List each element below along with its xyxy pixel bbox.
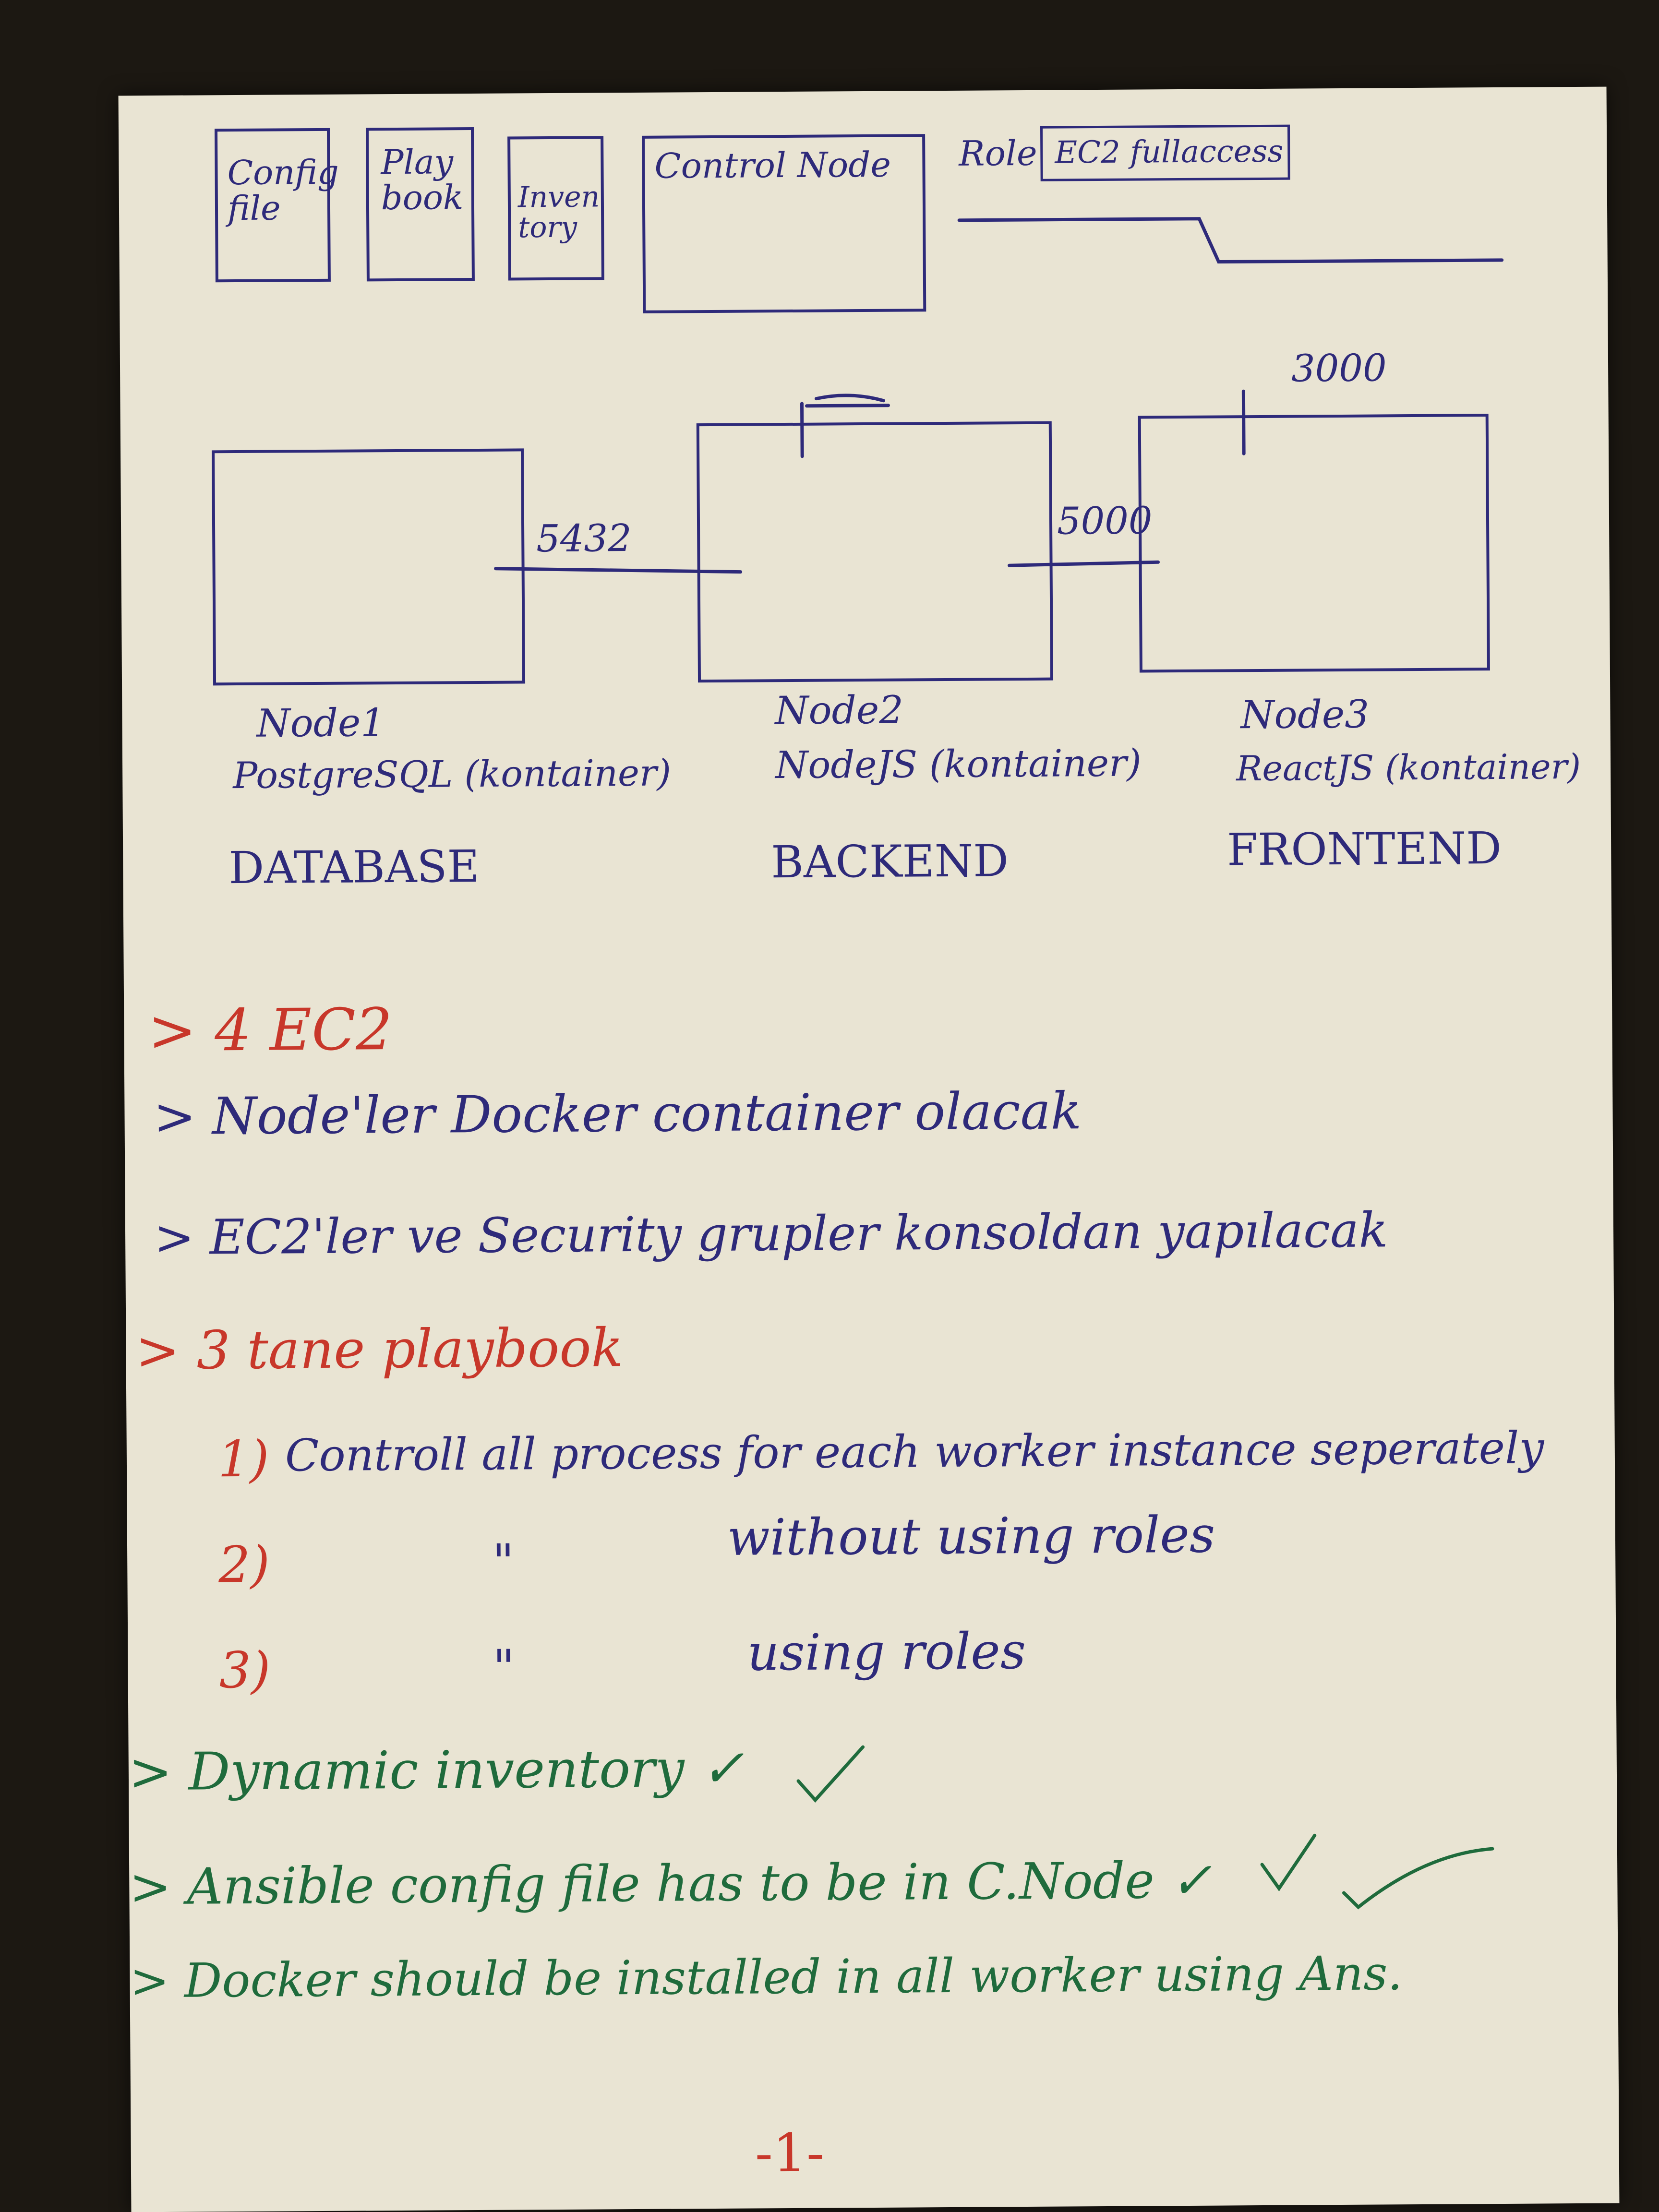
notebook-page: Config file Play book Inven tory Control…: [118, 86, 1620, 2212]
backend-frontend-connector: [1008, 560, 1160, 567]
pen-strokes: [494, 217, 1504, 1910]
frontend-port-tick: [1241, 389, 1246, 455]
checkmark-1: [796, 1745, 865, 1803]
struck-port-scribble: [805, 394, 890, 408]
checkmark-2: [1260, 1833, 1317, 1891]
backend-port-tick: [800, 402, 804, 458]
checkmark-3: [1342, 1847, 1494, 1910]
role-underline-stroke: [957, 217, 1504, 264]
db-backend-connector: [494, 567, 743, 574]
